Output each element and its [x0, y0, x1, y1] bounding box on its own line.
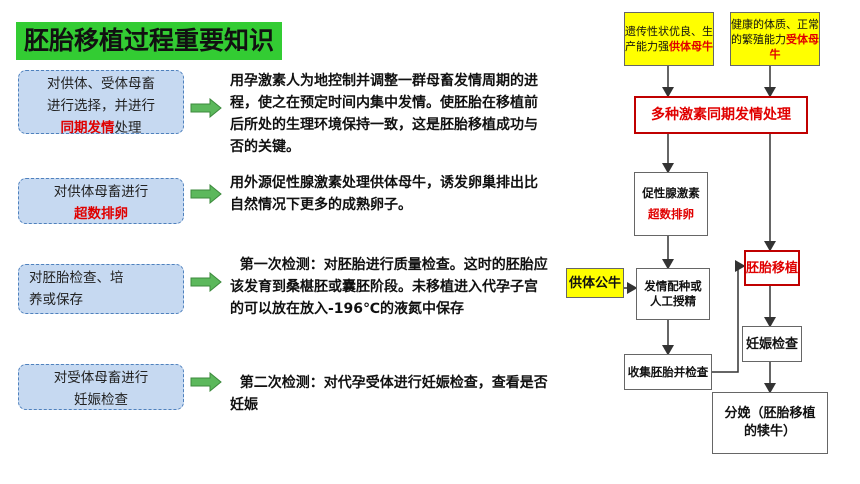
- embryo-transfer-box: 胚胎移植: [744, 250, 800, 286]
- desc-superovulation: 用外源促性腺激素处理供体母牛，诱发卵巢排出比自然情况下更多的成熟卵子。: [230, 175, 538, 213]
- step-embryo-check: 对胚胎检查、培 养或保存: [18, 264, 184, 314]
- donor-cow-box: 遗传性状优良、生产能力强供体母牛: [624, 12, 714, 66]
- step-pregnancy-check: 对受体母畜进行 妊娠检查: [18, 364, 184, 410]
- superovulation-box: 促性腺激素 超数排卵: [634, 172, 708, 236]
- step-select-sync: 对供体、受体母畜 进行选择，并进行 同期发情处理: [18, 70, 184, 136]
- pregnancy-check-box: 妊娠检查: [742, 326, 802, 362]
- birth-box: 分娩（胚胎移植的犊牛）: [712, 392, 828, 454]
- page-title: 胚胎移植过程重要知识: [16, 22, 283, 60]
- step-highlight: 超数排卵: [74, 206, 128, 222]
- desc-embryo-check: 第一次检测：对胚胎进行质量检查。这时的胚胎应该发育到桑椹胚或囊胚阶段。未移植进入…: [230, 257, 548, 317]
- step-text: 对供体、受体母畜: [47, 76, 155, 92]
- superov-label: 超数排卵: [648, 207, 694, 221]
- step-text: 对供体母畜进行: [53, 184, 149, 200]
- recipient-cow-box: 健康的体质、正常的繁殖能力受体母牛: [730, 12, 820, 66]
- step-superovulation: 对供体母畜进行 超数排卵: [18, 178, 184, 224]
- step-text: 对胚胎检查、培: [29, 270, 124, 286]
- superov-text: 促性腺激素: [642, 186, 700, 200]
- recipient-cow-text: 健康的体质、正常的繁殖能力: [731, 17, 819, 46]
- donor-cow-label: 供体母牛: [669, 40, 713, 53]
- step-text: 对受体母畜进行: [53, 370, 149, 386]
- connector-collect-transfer: [712, 260, 746, 373]
- arrow-right-icon: [190, 372, 222, 392]
- recipient-cow-label: 受体母牛: [769, 32, 820, 61]
- step-text: 养或保存: [29, 292, 83, 308]
- collect-embryo-box: 收集胚胎并检查: [624, 354, 712, 390]
- step-text: 处理: [114, 120, 142, 136]
- step-text: 进行选择，并进行: [47, 98, 155, 114]
- arrow-right-icon: [190, 98, 222, 118]
- mating-box: 发情配种或人工授精: [636, 268, 710, 320]
- donor-bull-box: 供体公牛: [566, 268, 624, 298]
- step-text: 妊娠检查: [74, 392, 128, 408]
- arrow-right-icon: [190, 184, 222, 204]
- desc-sync: 用孕激素人为地控制并调整一群母畜发情周期的进程，使之在预定时间内集中发情。使胚胎…: [230, 73, 538, 155]
- sync-estrus-box: 多种激素同期发情处理: [634, 96, 808, 134]
- donor-cow-text: 遗传性状优良、生产能力强: [625, 25, 713, 53]
- arrow-right-icon: [190, 272, 222, 292]
- desc-pregnancy-check: 第二次检测：对代孕受体进行妊娠检查，查看是否妊娠: [230, 375, 548, 413]
- step-highlight: 同期发情: [60, 120, 115, 136]
